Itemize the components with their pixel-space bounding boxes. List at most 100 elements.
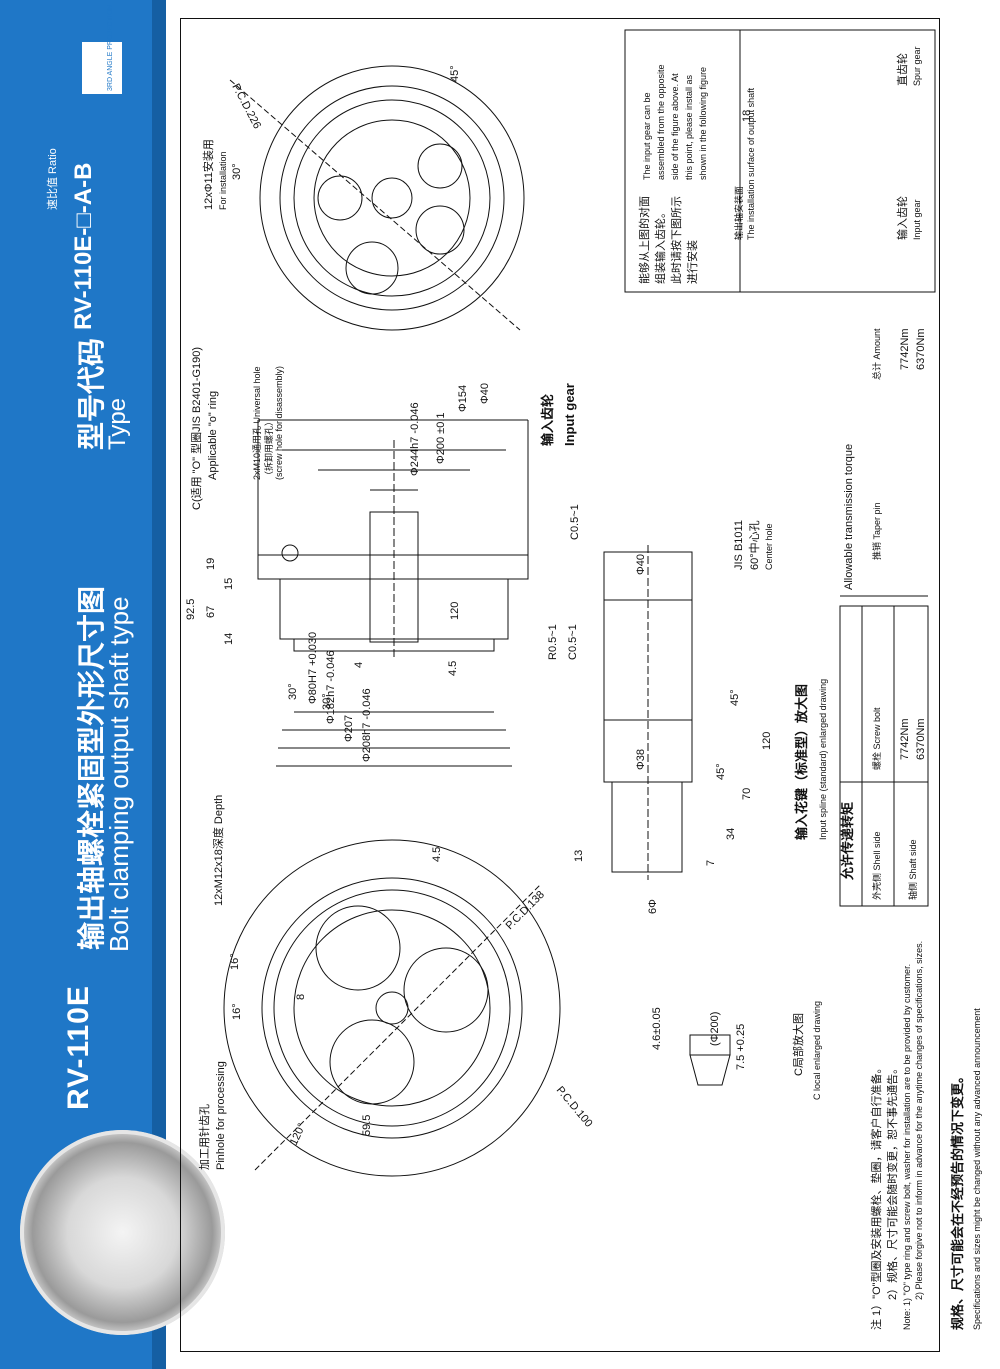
assembly-zh-3: 进行安装 <box>685 240 699 284</box>
footer-zh: 规格、尺寸可能会在不经预告的情况下变更。 <box>950 1070 965 1330</box>
assembly-spur-en: Spur gear <box>912 46 922 86</box>
assembly-en-0: The input gear can be <box>642 92 652 180</box>
note-en-2: 2) Please forgive not to inform in advan… <box>914 941 924 1300</box>
spline-dim-7: 7 <box>705 860 717 866</box>
dim-4-5: 4.5 <box>447 661 459 676</box>
spline-dim-13: 13 <box>573 850 585 862</box>
install-holes: 12xΦ11安装用 <box>201 139 215 210</box>
spline-caption-zh: 输入花键（标准型）放大图 <box>794 684 809 840</box>
assembly-zh-1: 组装输入齿轮。 <box>653 207 667 284</box>
assembly-zh-0: 能够从上图的对面 <box>637 196 651 284</box>
section-angle-a: 30° <box>287 683 299 700</box>
bottom-angle-120: 120° <box>288 1122 308 1148</box>
dia-207: Φ207 <box>343 715 355 742</box>
dia-208: Φ208h7 -0.046 <box>361 688 373 762</box>
c-dim-4-6: 4.6±0.05 <box>651 1007 663 1050</box>
input-gear-en: Input gear <box>562 383 577 446</box>
bottom-dim-59-5: 59.5 <box>361 1115 373 1136</box>
spline-center-zh: 60°中心孔 <box>748 520 761 570</box>
top-angle-45: 45° <box>449 65 461 82</box>
universal-hole: 2xM10通用孔 Universal hole <box>252 366 262 480</box>
dia-40: Φ40 <box>479 383 491 404</box>
chamfer-1: C0.5~1 <box>569 504 581 540</box>
spline-angle-2: 45° <box>715 763 727 780</box>
top-angle-30: 30° <box>231 163 243 180</box>
universal-zh: （拆卸用螺孔） <box>263 417 274 480</box>
dim-4: 4 <box>353 662 365 668</box>
torque-table-frame <box>839 605 929 907</box>
dia-182: Φ182h7 -0.046 <box>325 650 337 724</box>
torque-title-zh: 允许传递转矩 <box>840 802 855 881</box>
note-zh-2: 2）规格、尺寸可能会随时变更，恕不事先通告。 <box>885 1063 899 1300</box>
oring-label: C(适用 "O" 型圈JIS B2401-G190) <box>189 347 203 510</box>
dim-19: 19 <box>205 558 217 570</box>
assembly-surface-en: The installation surface of output shaft <box>746 87 756 240</box>
torque-title-en: Allowable transmission torque <box>843 444 855 590</box>
note-zh-1: 注 1）"O"型圈及安装用螺栓、垫圈，请客户自行准备。 <box>869 1062 883 1330</box>
assembly-en-3: this point, please install as <box>684 74 694 180</box>
spline-center-en: Center hole <box>764 523 774 570</box>
c-dim-7-5: 7.5 +0.25 <box>735 1024 747 1070</box>
assembly-en-1: assembled from the opposite <box>656 64 666 180</box>
torque-row-shell: 外壳侧 Shell side <box>871 831 882 900</box>
footer-en: Specifications and sizes might be change… <box>972 1008 982 1330</box>
chamfer-2: C0.5~1 <box>567 624 579 660</box>
assembly-spur-zh: 直齿轮 <box>895 53 909 86</box>
spline-dim-6: 6Φ <box>647 899 659 914</box>
note-en-1: Note: 1) "O" type ring and screw bolt, w… <box>902 964 912 1330</box>
dim-67: 67 <box>205 606 217 618</box>
spline-dim-34: 34 <box>725 828 737 840</box>
spline-angle-1: 45° <box>729 689 741 706</box>
assembly-zh-2: 此时请按下图所示 <box>669 196 683 284</box>
spline-dim-70: 70 <box>741 788 753 800</box>
bottom-angle-16a: 16° <box>229 953 241 970</box>
assembly-en-2: side of the figure above. At <box>670 73 680 180</box>
assembly-dim-18: 18 <box>741 110 753 122</box>
assembly-input-en: Input gear <box>912 199 922 240</box>
torque-header-bolt: 螺栓 Screw bolt <box>871 707 882 770</box>
install-en: For installation <box>218 151 228 210</box>
c-local-en: C local enlarged drawing <box>812 1001 822 1100</box>
top-pcd: P.C.D.226 <box>229 82 263 131</box>
product-photo <box>20 1130 225 1335</box>
torque-shaft-bolt: 6370Nm <box>915 718 927 760</box>
spline-caption-en: Input spline (standard) enlarged drawing <box>818 679 828 840</box>
projection-icon: 3RD ANGLE PROJECTION <box>82 5 122 94</box>
torque-header-amount: 总计 Amount <box>871 328 882 380</box>
assembly-en-4: shown in the following figure <box>698 67 708 180</box>
torque-row-shaft: 轴侧 Shaft side <box>907 839 918 900</box>
pinhole-zh: 加工用针齿孔 <box>197 1104 211 1170</box>
torque-shell-amount: 7742Nm <box>899 328 911 370</box>
bottom-dim-8: 8 <box>295 994 307 1000</box>
bottom-view-outer <box>223 839 561 1177</box>
dia-244: Φ244h7 -0.046 <box>409 402 421 476</box>
dim-120: 120 <box>449 602 461 620</box>
bottom-dim-4-5: 4.5 <box>431 847 443 862</box>
spline-jis: JIS B1011 <box>733 520 745 570</box>
assembly-input-zh: 输入齿轮 <box>895 196 909 240</box>
drawing-frame <box>180 18 940 1352</box>
chamfer-r: R0.5~1 <box>547 624 559 660</box>
dim-14: 14 <box>223 633 235 645</box>
torque-header-pin: 推销 Taper pin <box>871 502 882 560</box>
section-flange <box>257 554 529 580</box>
pinhole-en: Pinhole for processing <box>215 1061 227 1170</box>
bottom-pcd138: P.C.D.138 <box>504 889 547 932</box>
torque-shaft-amount: 6370Nm <box>915 328 927 370</box>
assembly-surface-zh: 输出轴安装面 <box>733 186 744 240</box>
dia-80: Φ80H7 +0.030 <box>307 632 319 704</box>
torque-shell-bolt: 7742Nm <box>899 718 911 760</box>
bottom-angle-16b: 16° <box>231 1003 243 1020</box>
universal-en: (screw hole for disassembly) <box>274 366 284 480</box>
dim-92-5: 92.5 <box>185 599 197 620</box>
dia-154: Φ154 <box>457 385 469 412</box>
spline-dim-120: 120 <box>761 732 773 750</box>
input-gear-zh: 输入齿轮 <box>540 394 555 446</box>
tapped-holes: 12xM12x18深度 Depth <box>211 795 225 906</box>
bottom-pcd100: P.C.D.100 <box>554 1084 595 1130</box>
top-view-outer <box>259 65 525 331</box>
c-local-zh: C局部放大图 <box>791 1013 805 1076</box>
dia-200: Φ200 ±0.1 <box>435 412 447 464</box>
spline-dia-38: Φ38 <box>635 749 647 770</box>
